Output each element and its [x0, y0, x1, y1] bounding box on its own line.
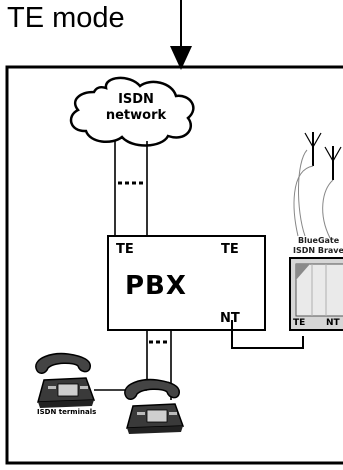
cloud-label-line2: network [105, 108, 167, 123]
mode-label: TE mode [7, 2, 125, 34]
cloud-label-line1: ISDN [118, 92, 154, 107]
pbx-name: PBX [125, 271, 187, 301]
isdn-network-cloud [69, 76, 195, 147]
pbx-box [107, 235, 266, 331]
terminals-caption: ISDN terminals [37, 408, 97, 416]
nt-to-bluegate-link [231, 320, 304, 349]
isdn-terminal-2 [124, 378, 185, 434]
antenna-cables [293, 149, 334, 239]
isdn-terminal-1 [35, 352, 96, 408]
system-frame [5, 65, 343, 465]
bluegate-port-te: TE [293, 318, 306, 328]
pbx-port-te-right: TE [221, 242, 239, 257]
bluegate-device [289, 257, 343, 331]
mode-arrow-head [170, 46, 192, 70]
bluegate-port-nt: NT [326, 318, 340, 328]
pbx-port-nt: NT [220, 311, 240, 326]
bluegate-label-line2: ISDN Brave [293, 246, 343, 255]
pbx-port-te-left: TE [116, 242, 134, 257]
bluegate-label-line1: BlueGate [298, 236, 340, 245]
bluegate-antennas [304, 132, 342, 180]
